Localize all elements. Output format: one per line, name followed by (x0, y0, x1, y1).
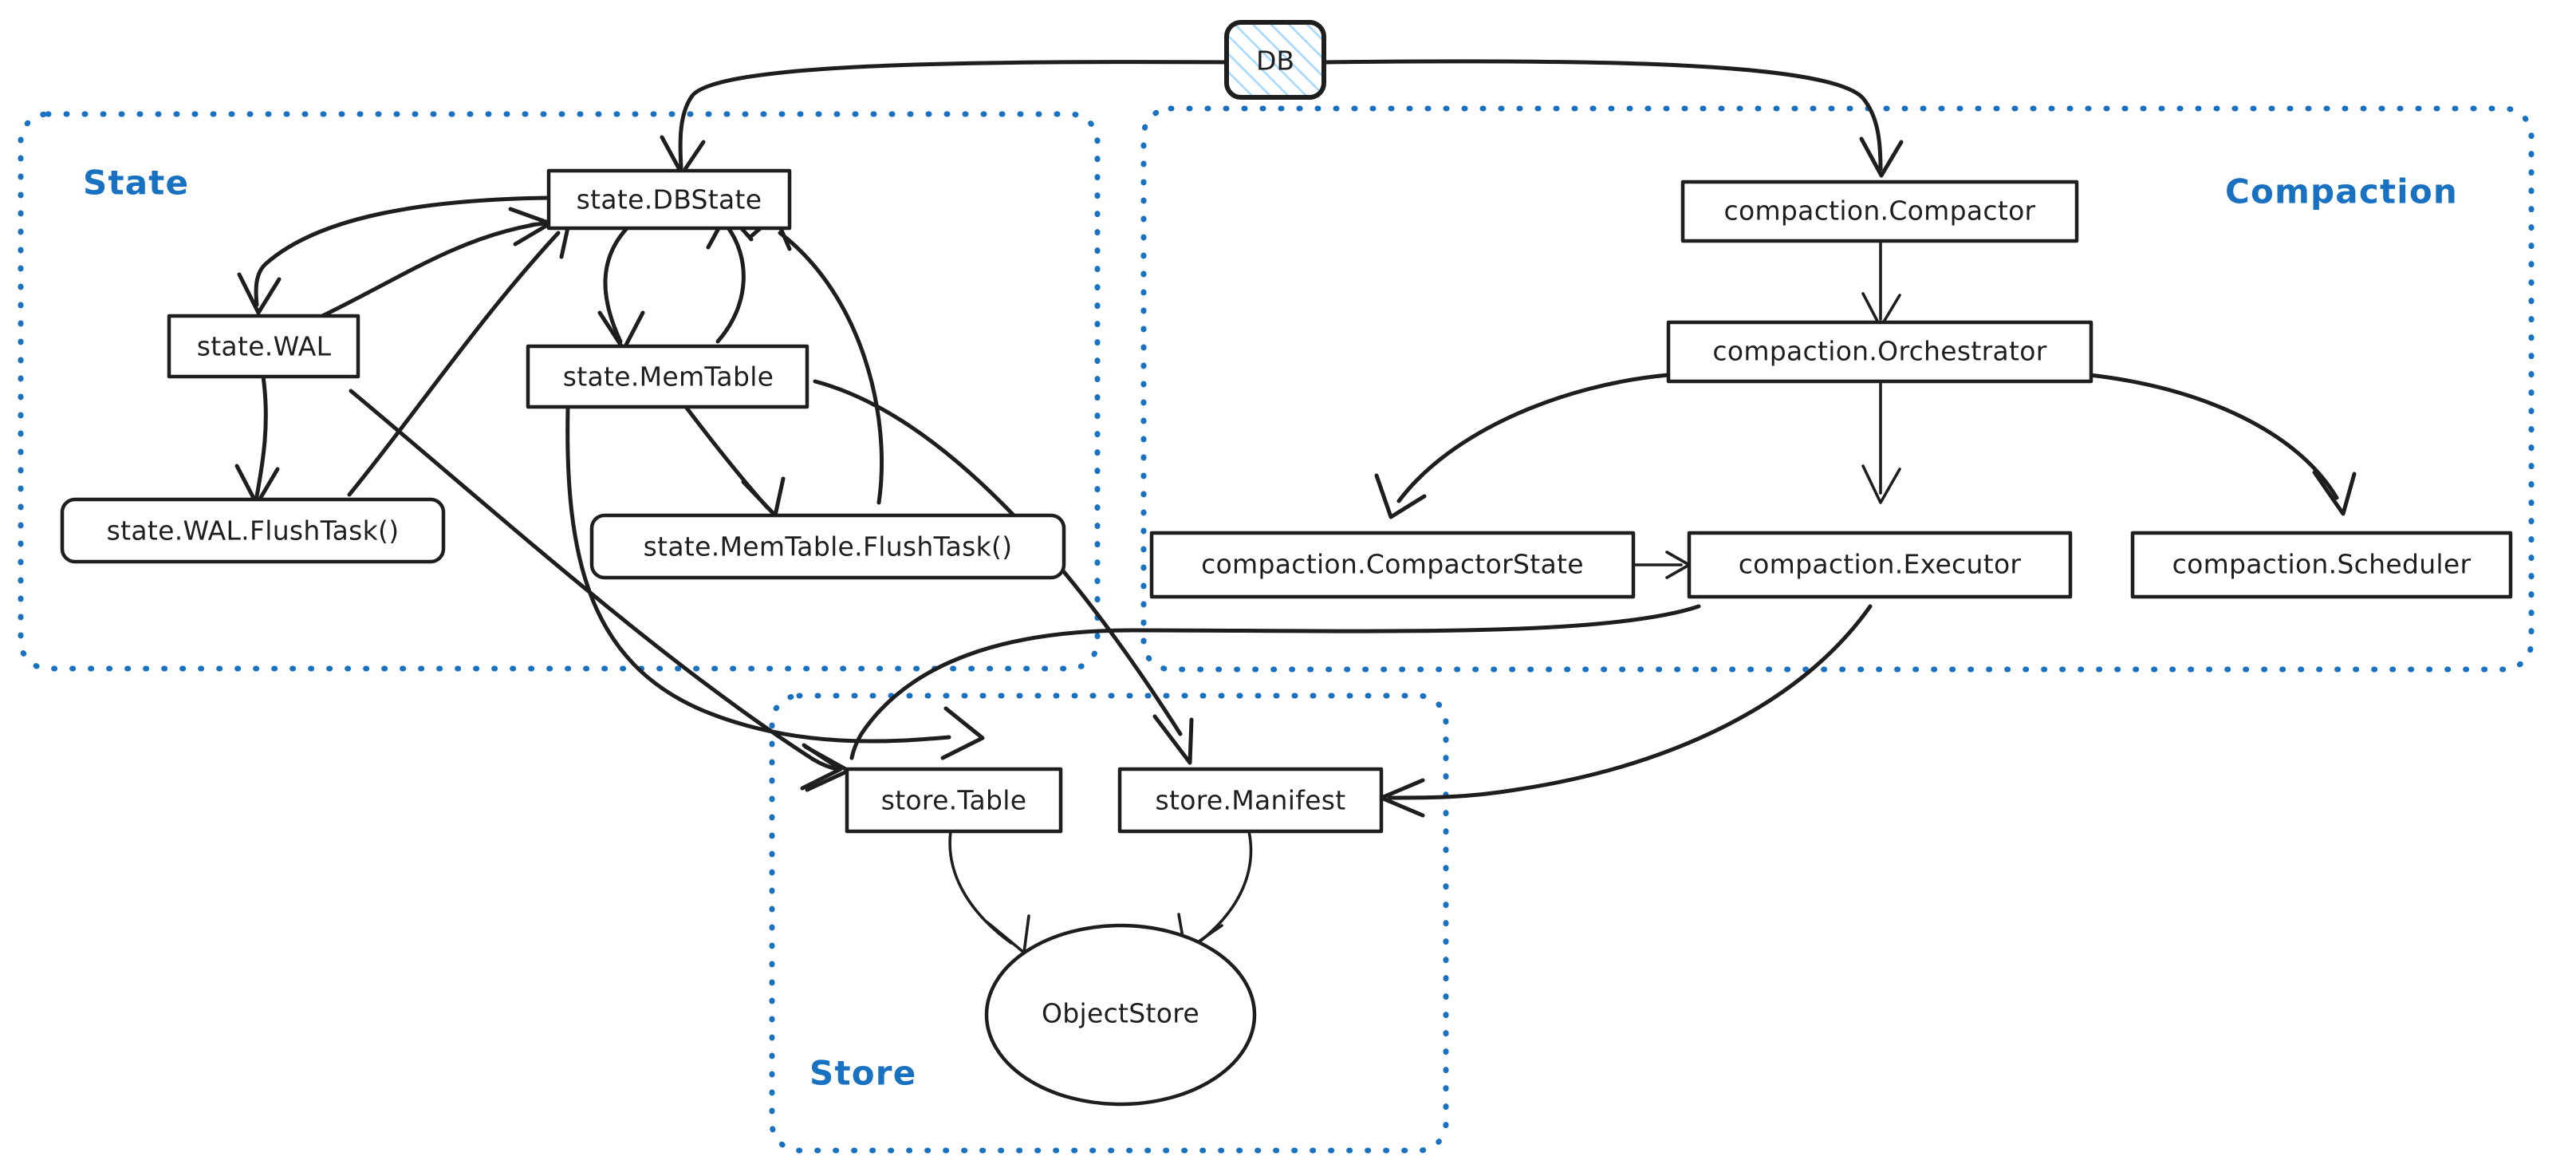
node-store-manifest[interactable]: store.Manifest (1117, 767, 1384, 834)
node-compaction-scheduler[interactable]: compaction.Scheduler (2130, 531, 2513, 599)
node-db[interactable]: DB (1224, 20, 1326, 100)
node-store-table[interactable]: store.Table (845, 767, 1063, 834)
node-db-label: DB (1256, 45, 1294, 77)
edge-executor-to-manifest (1379, 604, 1873, 818)
edge-db-to-compactor (1321, 59, 1904, 178)
edge-orchestrator-to-scheduler (2087, 373, 2357, 516)
node-state-wal-flushtask[interactable]: state.WAL.FlushTask() (60, 497, 446, 564)
node-compaction-compactorstate-label: compaction.CompactorState (1201, 549, 1584, 580)
group-label-compaction: Compaction (2225, 172, 2458, 211)
node-objectstore-label: ObjectStore (1042, 998, 1199, 1029)
edge-compactorstate-to-table (800, 604, 1701, 791)
group-label-store: Store (809, 1054, 916, 1093)
node-state-dbstate-label: state.DBState (577, 184, 762, 215)
node-state-wal-flushtask-label: state.WAL.FlushTask() (107, 515, 400, 547)
node-compaction-orchestrator-label: compaction.Orchestrator (1712, 336, 2046, 367)
edge-memtable-to-memtableflushtask (683, 404, 786, 518)
edge-memtable-to-manifest (813, 379, 1194, 765)
node-state-wal[interactable]: state.WAL (167, 314, 360, 379)
node-state-memtable-flushtask[interactable]: state.MemTable.FlushTask() (589, 513, 1066, 580)
edge-dbstate-to-memtable (597, 223, 645, 352)
edge-wal-to-dbstate (317, 207, 553, 320)
edge-wal-to-walflushtask (234, 374, 280, 507)
edge-dbstate-to-wal (237, 195, 551, 315)
node-compaction-compactorstate[interactable]: compaction.CompactorState (1149, 531, 1636, 599)
edge-db-to-dbstate (660, 60, 1229, 176)
edge-memtable-to-dbstate (706, 210, 754, 344)
node-state-memtable[interactable]: state.MemTable (526, 344, 809, 409)
edge-compactorstate-to-executor (1632, 551, 1691, 579)
edge-memtable-to-table (565, 406, 985, 760)
node-compaction-compactor-label: compaction.Compactor (1724, 195, 2036, 227)
node-compaction-scheduler-label: compaction.Scheduler (2172, 549, 2472, 580)
node-state-memtable-flushtask-label: state.MemTable.FlushTask() (644, 531, 1013, 562)
node-compaction-compactor[interactable]: compaction.Compactor (1680, 180, 2079, 243)
node-state-wal-label: state.WAL (197, 331, 332, 362)
group-frame-store (769, 693, 1449, 1154)
edge-compactor-to-orchestrator (1861, 239, 1901, 329)
node-store-manifest-label: store.Manifest (1156, 785, 1346, 816)
node-compaction-executor[interactable]: compaction.Executor (1687, 531, 2073, 599)
group-label-state: State (83, 164, 189, 203)
edge-table-to-objectstore (948, 830, 1030, 954)
node-compaction-orchestrator[interactable]: compaction.Orchestrator (1666, 320, 2093, 384)
node-state-memtable-label: state.MemTable (563, 361, 774, 393)
node-compaction-executor-label: compaction.Executor (1739, 549, 2022, 580)
group-frame-state (18, 111, 1101, 672)
node-state-dbstate[interactable]: state.DBState (546, 168, 792, 231)
edge-manifest-to-objectstore (1177, 830, 1253, 953)
node-objectstore[interactable]: ObjectStore (984, 923, 1257, 1107)
edge-orchestrator-to-executor (1861, 380, 1901, 504)
node-store-table-label: store.Table (881, 785, 1027, 816)
edge-orchestrator-to-compactorstate (1374, 373, 1671, 519)
